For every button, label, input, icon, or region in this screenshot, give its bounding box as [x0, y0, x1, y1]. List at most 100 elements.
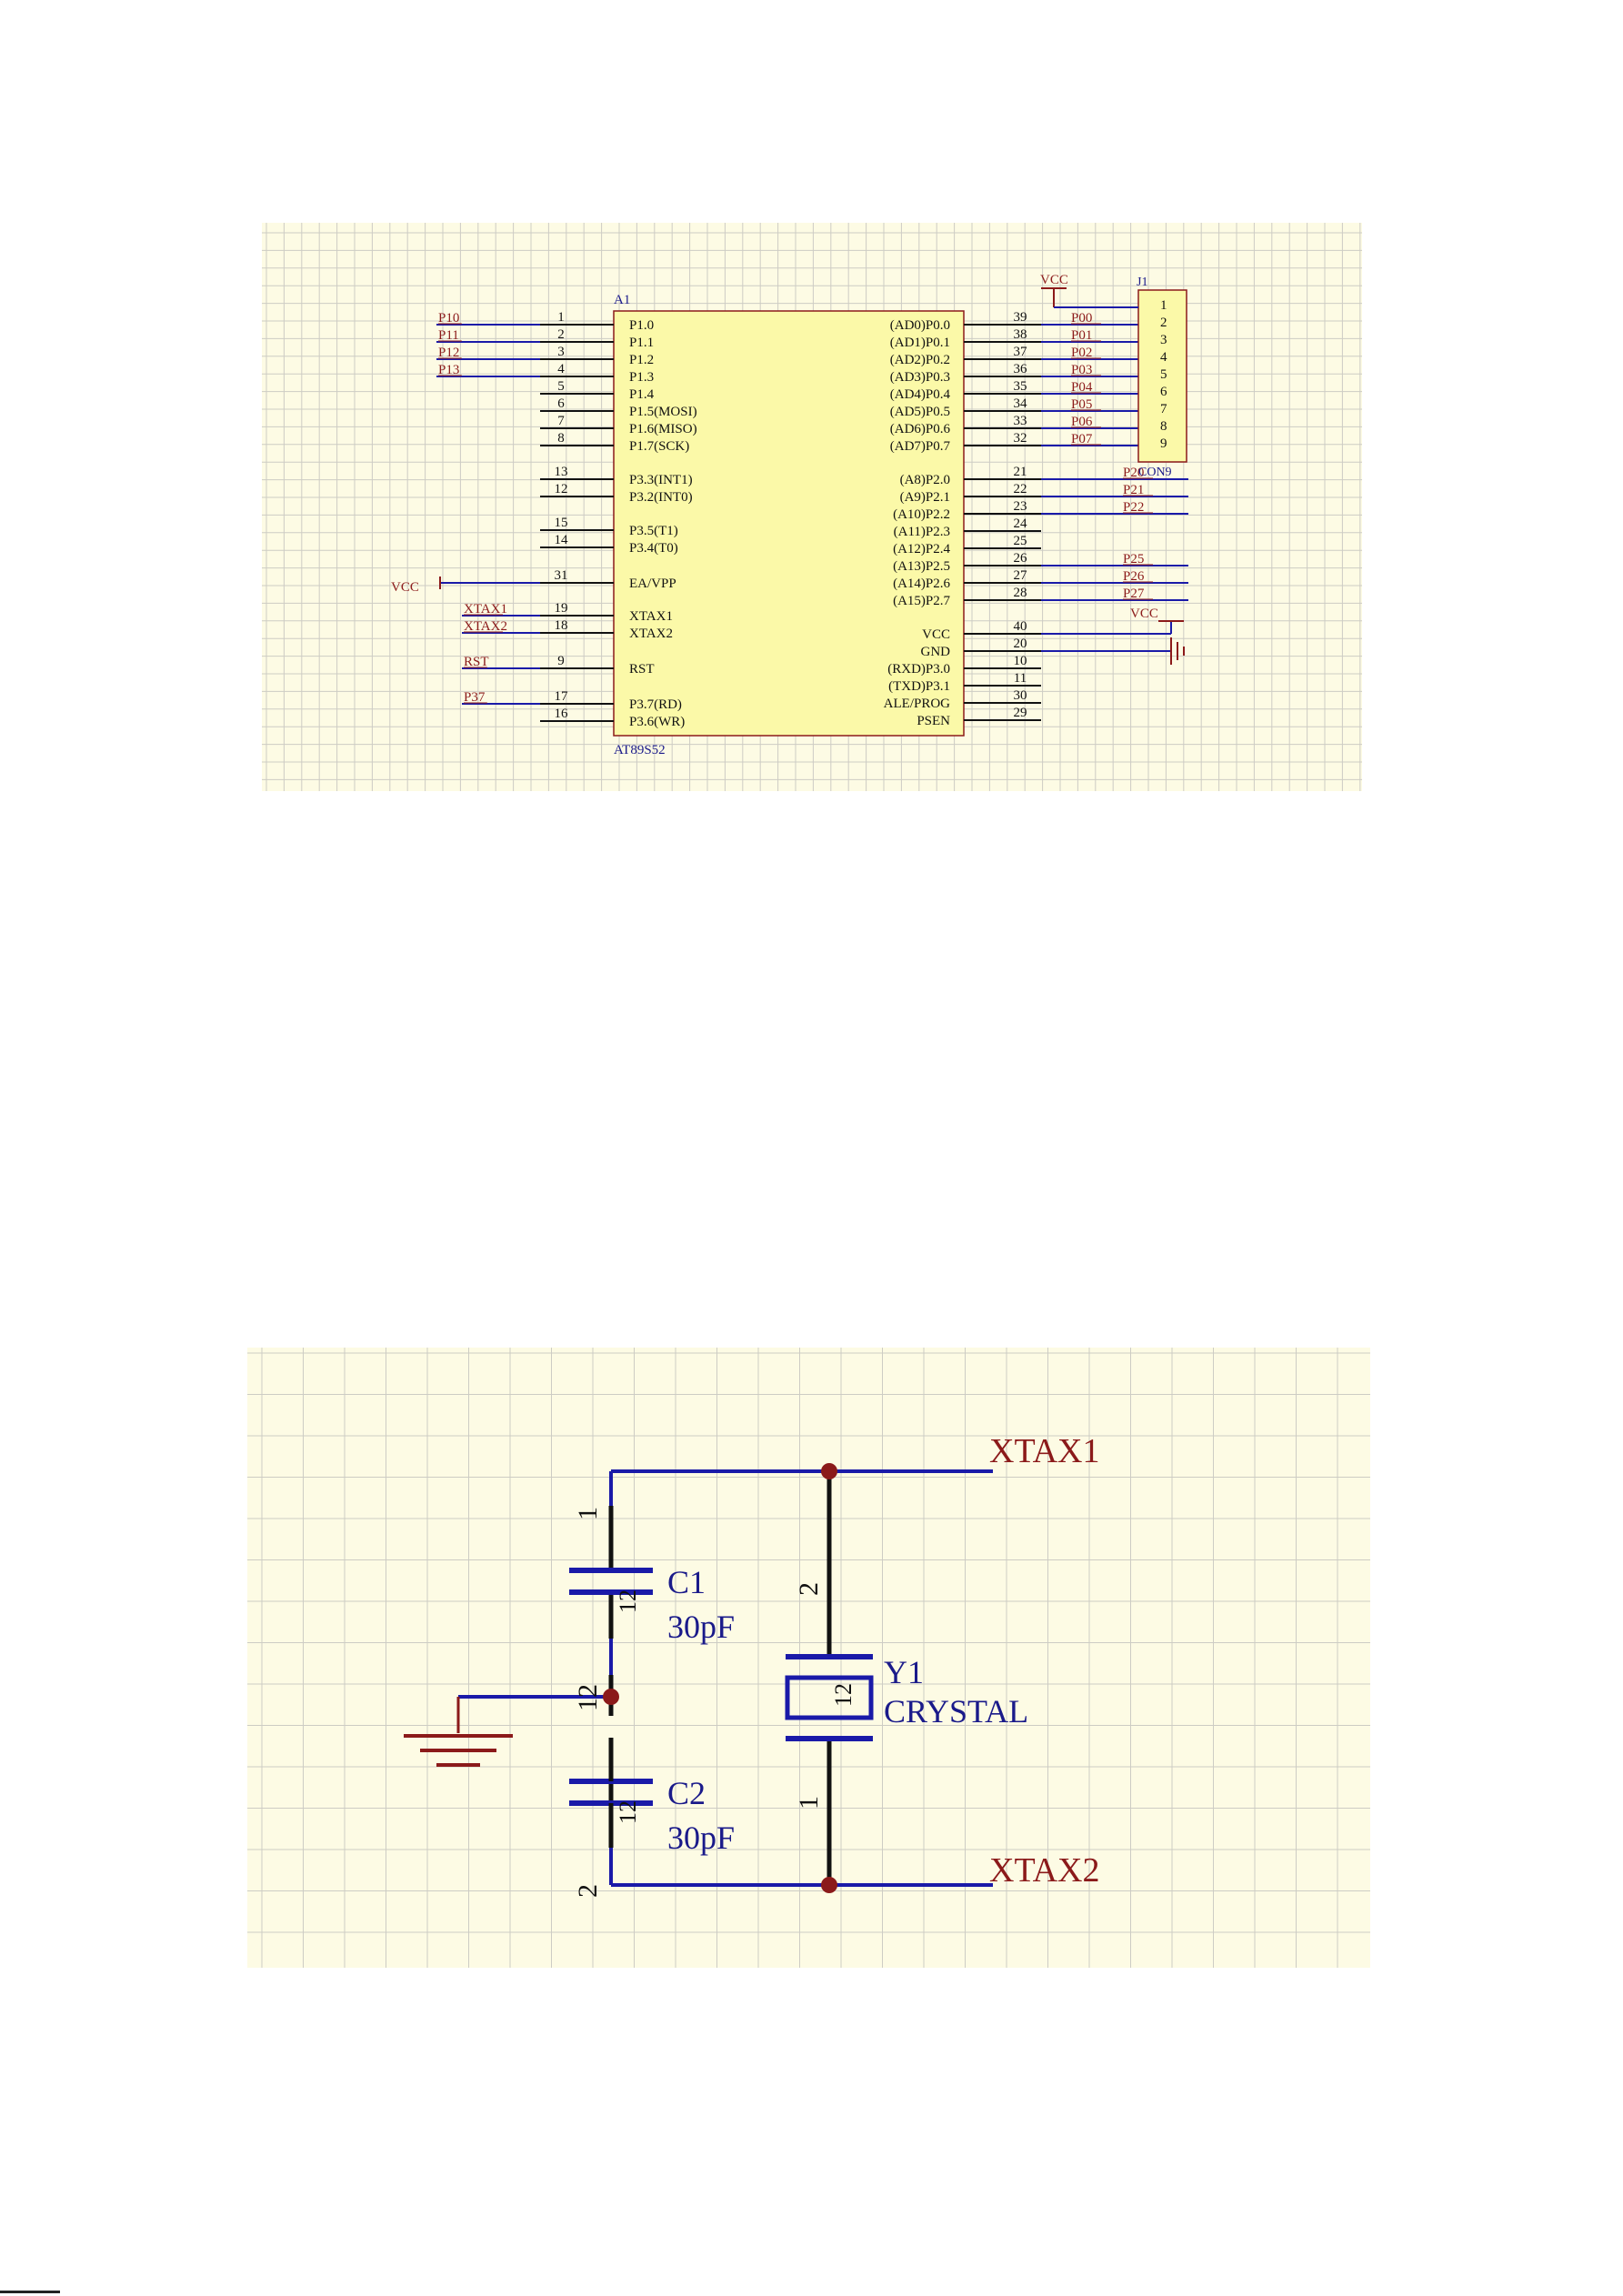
pin-name: (AD3)P0.3 [890, 370, 950, 385]
pin-number: 38 [1014, 327, 1027, 342]
pin-name: (AD4)P0.4 [890, 387, 951, 402]
pin-name: (AD1)P0.1 [890, 336, 950, 350]
mcu-left-pins: 1P1.0P102P1.1P113P1.2P124P1.3P135P1.46P1… [436, 310, 697, 729]
c2-designator: C2 [667, 1775, 706, 1811]
pin-number: 5 [557, 379, 565, 394]
pin-number: 20 [1014, 637, 1027, 651]
pin-name: (A11)P2.3 [894, 525, 950, 539]
pin-number: 2 [557, 327, 565, 342]
pin-number: 32 [1014, 431, 1027, 446]
pin-number: 25 [1014, 534, 1027, 548]
y1-pin-number-top: 2 [794, 1582, 824, 1596]
net-label: P04 [1071, 380, 1093, 395]
pin-number: 21 [1014, 465, 1027, 479]
pin-number: 8 [557, 431, 565, 446]
pin-name: (A15)P2.7 [893, 594, 950, 608]
y1-designator: Y1 [884, 1654, 924, 1690]
pin-name: (AD2)P0.2 [890, 353, 950, 367]
connector-pin-number: 1 [1160, 298, 1167, 313]
net-label: P27 [1123, 587, 1145, 601]
pin-name: P1.7(SCK) [629, 439, 689, 454]
c1-value: 30pF [667, 1609, 735, 1645]
pin-name: (AD5)P0.5 [890, 405, 950, 419]
pin-name: P3.2(INT0) [629, 490, 693, 505]
pin-number: 24 [1014, 516, 1028, 531]
pin-number: 31 [555, 568, 568, 583]
pin-number: 19 [555, 601, 568, 616]
pin-name: XTAX1 [629, 609, 673, 624]
pin-number: 11 [1014, 671, 1027, 686]
node-pin-label: 12 [573, 1684, 603, 1711]
pin-number: 37 [1014, 345, 1028, 359]
pin-name: P3.3(INT1) [629, 473, 693, 487]
c1-body-pin-label: 12 [615, 1589, 641, 1613]
net-label: P02 [1071, 346, 1092, 360]
y1-pin-number-bottom: 1 [794, 1796, 824, 1810]
ea-vcc-label: VCC [391, 580, 419, 595]
pin-number: 12 [555, 482, 568, 496]
pin-name: (AD0)P0.0 [890, 318, 950, 333]
connector-vcc-label: VCC [1040, 273, 1068, 287]
pin-name: P1.3 [629, 370, 654, 385]
connector-pin-number: 6 [1160, 385, 1167, 399]
connector-pin-number: 9 [1160, 436, 1167, 451]
net-label: XTAX1 [464, 602, 507, 617]
pin-number: 18 [555, 618, 568, 633]
mcu-designator: A1 [614, 293, 630, 307]
pin-number: 23 [1014, 499, 1027, 514]
connector-pin-number: 3 [1160, 333, 1167, 347]
net-label: RST [464, 655, 489, 669]
pin-name: P3.4(T0) [629, 541, 678, 556]
pin-number: 1 [557, 310, 565, 325]
crystal-wires [404, 1463, 993, 1893]
pin-number: 17 [555, 689, 569, 704]
pin-name: (A13)P2.5 [893, 559, 950, 574]
crystal-icon [785, 1675, 874, 1720]
vcc-power-symbol [1041, 287, 1138, 308]
connector-designator: J1 [1137, 276, 1147, 289]
ground-icon [1170, 637, 1185, 665]
net-label: P11 [438, 328, 459, 343]
page-footer-mark [0, 2282, 64, 2296]
pin-number: 35 [1014, 379, 1027, 394]
crystal-schematic-drawing: XTAX1 XTAX2 C1 30pF C2 30pF Y1 CRYSTAL 1… [247, 1348, 1370, 1968]
pin-number: 27 [1014, 568, 1028, 583]
pin-name: P1.2 [629, 353, 654, 367]
pin-name: P1.1 [629, 336, 654, 350]
pin-name: (A8)P2.0 [900, 473, 950, 487]
crystal-schematic-sheet: XTAX1 XTAX2 C1 30pF C2 30pF Y1 CRYSTAL 1… [247, 1348, 1370, 1968]
pin-number: 30 [1014, 688, 1027, 703]
pin-number: 29 [1014, 706, 1027, 720]
pin-number: 3 [557, 345, 565, 359]
net-label: P10 [438, 311, 459, 326]
pin-number: 7 [557, 414, 565, 428]
pin-number: 15 [555, 516, 568, 530]
pin-number: 33 [1014, 414, 1027, 428]
connector-pin-number: 2 [1160, 316, 1167, 330]
net-label: P25 [1123, 552, 1144, 566]
schematic-grid [247, 1348, 1370, 1968]
net-label: P07 [1071, 432, 1093, 446]
junction-dot [821, 1877, 837, 1893]
pin-number: 36 [1014, 362, 1028, 376]
connector-pin-number: 8 [1160, 419, 1167, 434]
pin-name: PSEN [917, 714, 950, 728]
junction-dot [821, 1463, 837, 1479]
pin-name: ALE/PROG [884, 697, 951, 711]
pin-number: 14 [555, 533, 569, 547]
pin40-vcc-label: VCC [1130, 607, 1158, 621]
net-label: P01 [1071, 328, 1092, 343]
pin-name: VCC [922, 627, 950, 642]
pin-number: 6 [557, 396, 565, 411]
c2-value: 30pF [667, 1820, 735, 1856]
pin-name: (AD7)P0.7 [890, 439, 951, 454]
net-label: P13 [438, 363, 459, 377]
pin-number: 16 [555, 707, 569, 721]
connector-part-name: CON9 [1138, 466, 1172, 479]
junction-dot [603, 1689, 619, 1705]
c2-body-pin-label: 12 [615, 1800, 641, 1824]
pin-number: 13 [555, 465, 568, 479]
